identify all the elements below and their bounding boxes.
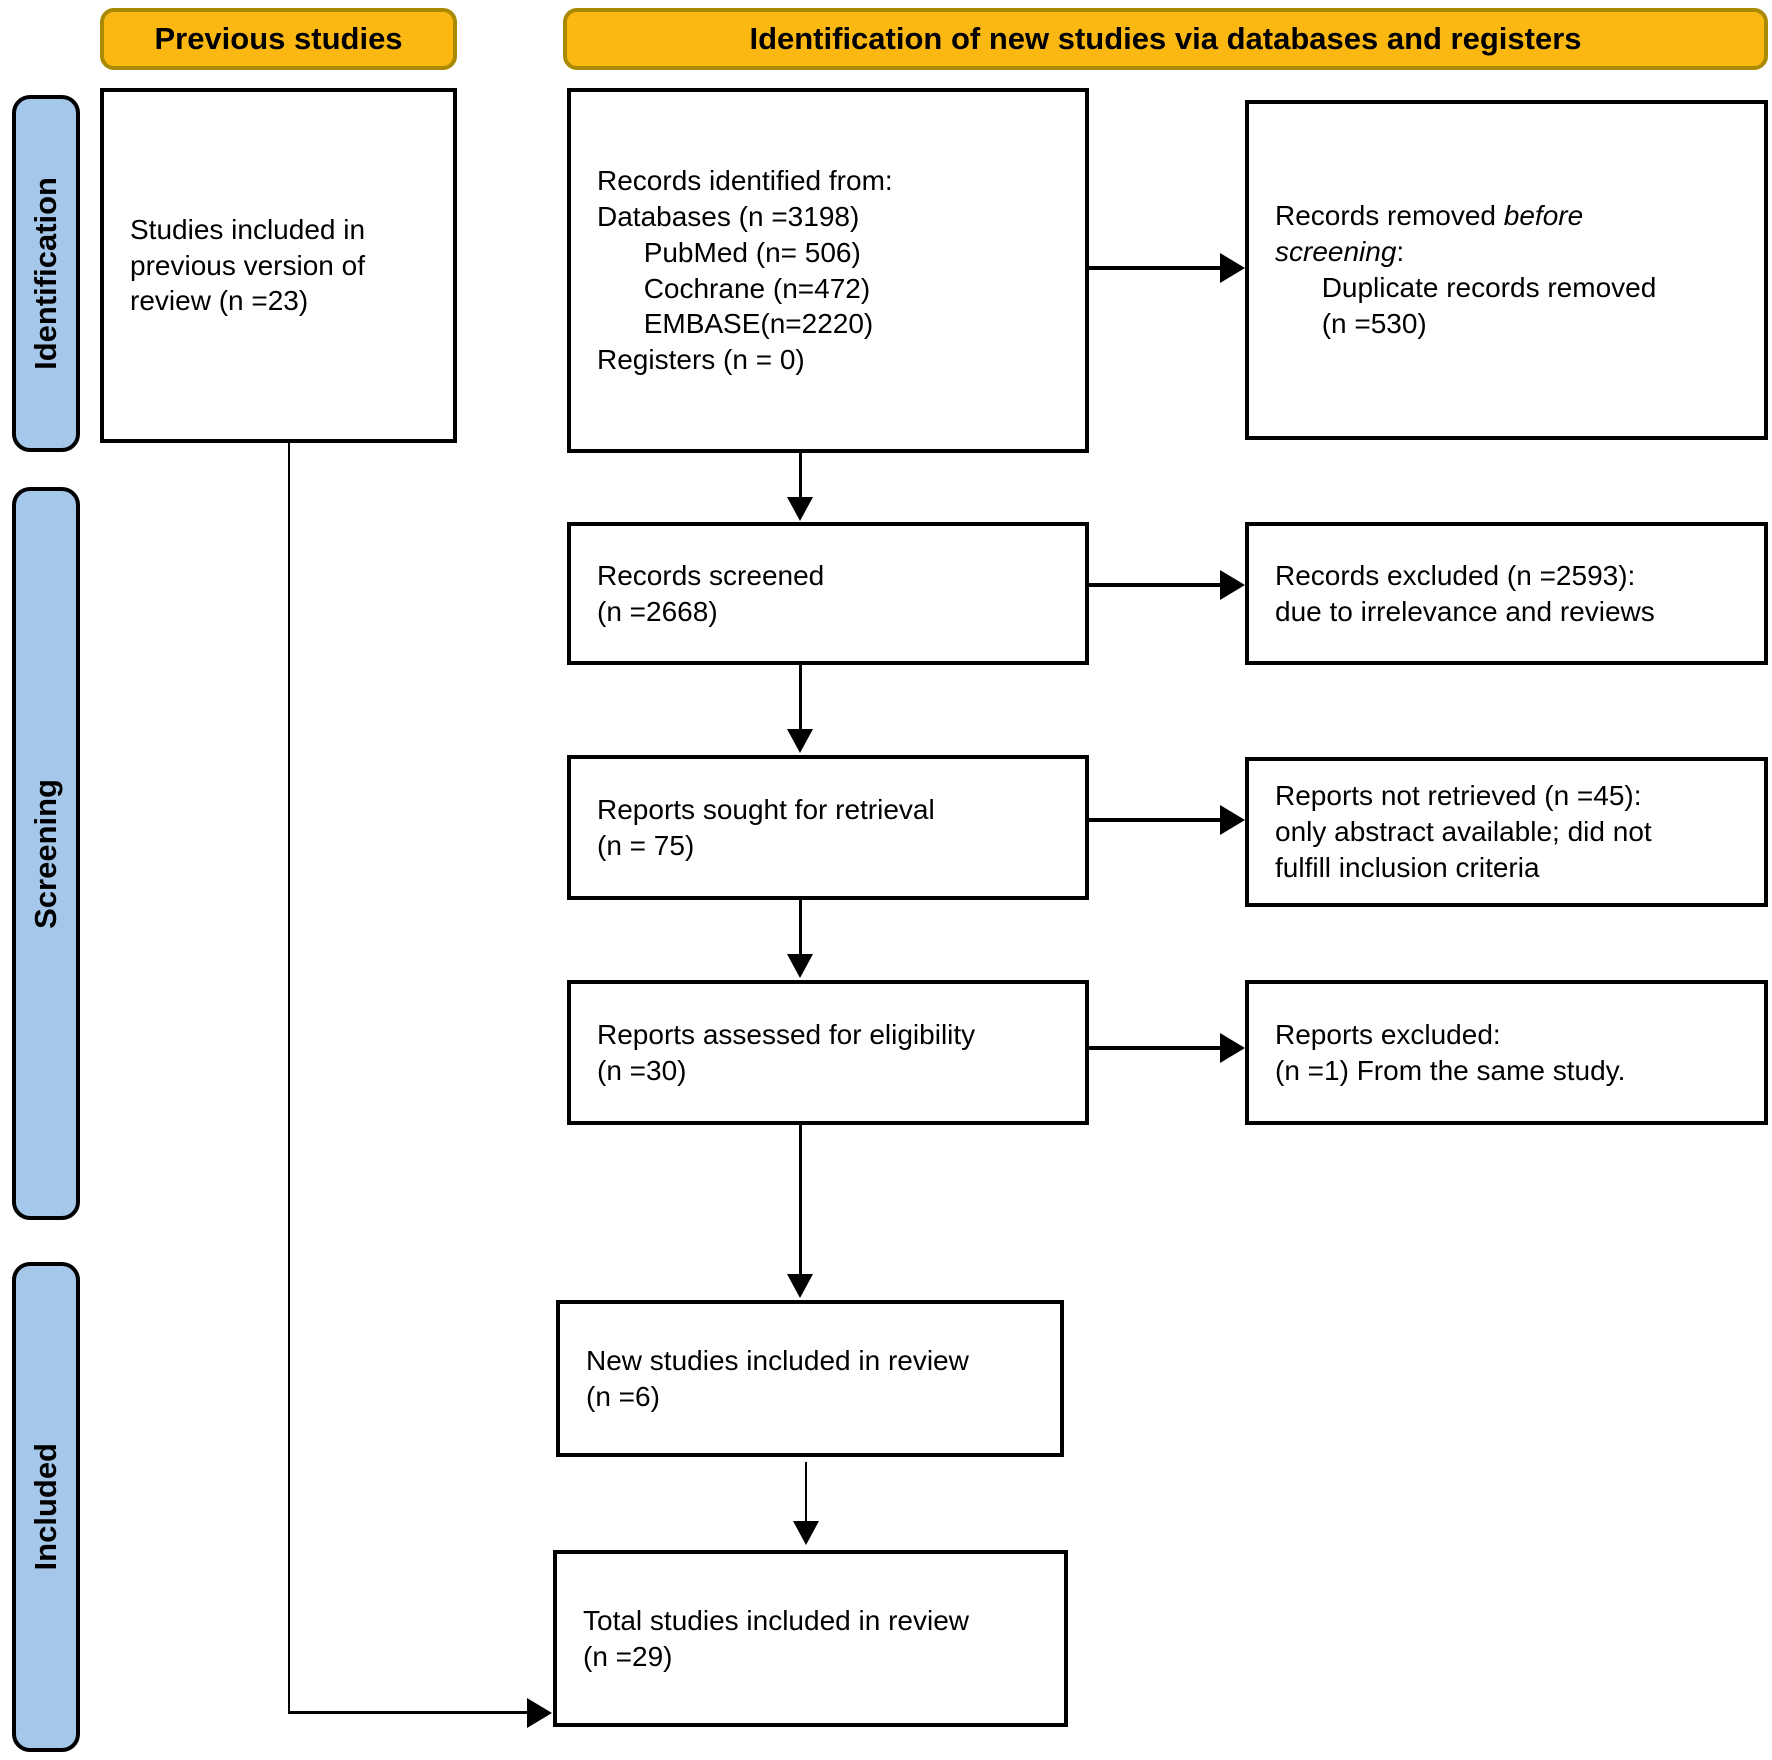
arrow-new-to-total-head: [793, 1521, 819, 1545]
previous-studies-header: Previous studies: [100, 8, 457, 70]
arrow-assessed-to-excluded-stem: [1089, 1046, 1221, 1050]
records-removed-detail: Duplicate records removed (n =530): [1321, 272, 1657, 339]
arrow-identified-to-screened-head: [787, 497, 813, 521]
records-removed-box: Records removed before screening: Duplic…: [1245, 100, 1768, 440]
connector-previous-to-total-head: [527, 1698, 552, 1728]
reports-sought-box: Reports sought for retrieval (n = 75): [567, 755, 1089, 900]
arrow-sought-to-assessed-head: [787, 954, 813, 978]
previous-studies-box: Studies included in previous version of …: [100, 88, 457, 443]
arrow-identified-to-removed-head: [1220, 253, 1245, 283]
phase-tab-screening: Screening: [12, 487, 80, 1220]
arrow-screened-to-excluded-stem: [1089, 583, 1221, 587]
records-removed-italic-2: screening: [1275, 236, 1397, 268]
records-removed-prefix: Records removed: [1275, 200, 1504, 232]
phase-tab-identification-label: Identification: [28, 177, 63, 370]
identification-new-studies-header: Identification of new studies via databa…: [563, 8, 1768, 70]
connector-previous-to-total-horizontal: [288, 1711, 528, 1714]
records-removed-colon: :: [1396, 236, 1405, 268]
reports-assessed-text: Reports assessed for eligibility (n =30): [597, 1018, 976, 1086]
total-studies-included-text: Total studies included in review (n =29): [583, 1604, 969, 1672]
arrow-identified-to-screened-stem: [799, 453, 802, 498]
records-excluded-text: Records excluded (n =2593): due to irrel…: [1275, 559, 1655, 627]
records-identified-text: Records identified from: Databases (n =3…: [597, 165, 893, 376]
arrow-sought-to-assessed-stem: [799, 900, 802, 955]
phase-tab-identification: Identification: [12, 95, 80, 452]
identification-new-studies-header-label: Identification of new studies via databa…: [749, 21, 1582, 56]
total-studies-included-box: Total studies included in review (n =29): [553, 1550, 1068, 1727]
records-screened-text: Records screened (n =2668): [597, 559, 825, 627]
arrow-sought-to-notretrieved-stem: [1089, 818, 1221, 822]
records-removed-text: Records removed before screening: Duplic…: [1275, 198, 1754, 341]
arrow-identified-to-removed-stem: [1089, 266, 1221, 270]
records-screened-box: Records screened (n =2668): [567, 522, 1089, 665]
reports-assessed-box: Reports assessed for eligibility (n =30): [567, 980, 1089, 1125]
new-studies-included-text: New studies included in review (n =6): [586, 1344, 969, 1412]
records-identified-box: Records identified from: Databases (n =3…: [567, 88, 1089, 453]
records-removed-italic-1: before: [1503, 200, 1584, 232]
arrow-assessed-to-new-stem: [799, 1125, 802, 1275]
phase-tab-screening-label: Screening: [28, 778, 63, 929]
reports-not-retrieved-box: Reports not retrieved (n =45): only abst…: [1245, 757, 1768, 907]
previous-studies-header-label: Previous studies: [154, 21, 403, 56]
arrow-assessed-to-excluded-head: [1220, 1033, 1245, 1063]
records-excluded-box: Records excluded (n =2593): due to irrel…: [1245, 522, 1768, 665]
previous-studies-text: Studies included in previous version of …: [130, 213, 366, 317]
reports-excluded-box: Reports excluded: (n =1) From the same s…: [1245, 980, 1768, 1125]
connector-previous-to-total-vertical: [288, 443, 290, 1714]
reports-sought-text: Reports sought for retrieval (n = 75): [597, 793, 935, 861]
arrow-sought-to-notretrieved-head: [1220, 805, 1245, 835]
arrow-screened-to-excluded-head: [1220, 570, 1245, 600]
arrow-new-to-total-stem: [805, 1462, 807, 1522]
reports-not-retrieved-text: Reports not retrieved (n =45): only abst…: [1275, 780, 1652, 883]
arrow-screened-to-sought-stem: [799, 665, 802, 730]
arrow-screened-to-sought-head: [787, 729, 813, 753]
reports-excluded-text: Reports excluded: (n =1) From the same s…: [1275, 1018, 1626, 1086]
new-studies-included-box: New studies included in review (n =6): [556, 1300, 1064, 1457]
arrow-assessed-to-new-head: [787, 1274, 813, 1298]
phase-tab-included-label: Included: [28, 1443, 63, 1571]
phase-tab-included: Included: [12, 1262, 80, 1752]
